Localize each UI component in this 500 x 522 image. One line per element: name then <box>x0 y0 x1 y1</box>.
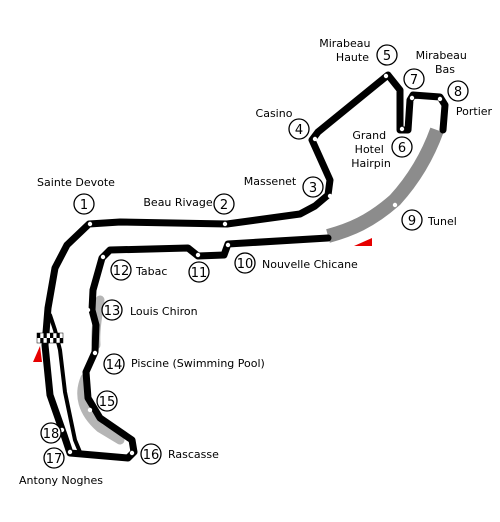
corner-marker-6: 6 <box>391 136 413 158</box>
corner-number: 16 <box>143 448 160 463</box>
corner-marker-9: 9 <box>401 209 423 231</box>
corner-label-mirabeau-haute: Mirabeau Haute <box>319 37 374 64</box>
corner-marker-13: 13 <box>101 299 123 321</box>
corner-number: 12 <box>113 264 130 279</box>
corner-marker-3: 3 <box>302 176 324 198</box>
corner-number: 5 <box>383 49 391 64</box>
corner-number: 17 <box>46 452 63 467</box>
corner-label-tunel: Tunel <box>427 215 457 228</box>
label-line: Mirabeau <box>319 37 370 50</box>
corner-marker-10: 10 <box>234 252 256 274</box>
runoff-swimming-pool <box>77 373 125 445</box>
corner-number: 18 <box>43 427 60 442</box>
corner-marker-2: 2 <box>213 193 235 215</box>
corner-number: 7 <box>410 73 418 88</box>
corner-label-tabac: Tabac <box>135 265 167 278</box>
corner-label-rascasse: Rascasse <box>168 448 219 461</box>
direction-flag-icon <box>354 238 372 246</box>
corner-number: 13 <box>104 304 121 319</box>
corner-number: 2 <box>220 198 228 213</box>
corner-number: 3 <box>309 181 317 196</box>
corner-label-grand-hotel-hairpin: Grand Hotel Hairpin <box>351 129 391 170</box>
corner-number: 10 <box>237 257 254 272</box>
corner-marker-5: 5 <box>376 44 398 66</box>
corner-marker-8: 8 <box>447 80 469 102</box>
label-line: Haute <box>336 51 369 64</box>
corner-label-casino: Casino <box>256 107 293 120</box>
direction-flag-icon <box>33 346 42 362</box>
corner-number: 4 <box>295 123 303 138</box>
tunnel-section <box>326 127 444 243</box>
corner-marker-17: 17 <box>43 447 65 469</box>
corner-label-antony-noghes: Antony Noghes <box>19 474 103 487</box>
corner-label-mirabeau-bas: Mirabeau Bas <box>416 49 471 76</box>
corner-number: 8 <box>454 85 462 100</box>
corner-number: 11 <box>191 266 208 281</box>
corner-label-nouvelle-chicane: Nouvelle Chicane <box>262 258 358 271</box>
corner-label-sainte-devote: Sainte Devote <box>37 176 115 189</box>
corner-marker-18: 18 <box>40 422 62 444</box>
corner-label-portier: Portier <box>456 105 493 118</box>
corner-number: 1 <box>80 198 88 213</box>
corner-marker-7: 7 <box>403 68 425 90</box>
corner-marker-15: 15 <box>96 390 118 412</box>
track-pit-lane <box>48 313 82 454</box>
corner-number: 9 <box>408 214 416 229</box>
turn-points <box>59 73 443 456</box>
label-line: Hairpin <box>351 157 391 170</box>
track-racing-line <box>41 71 449 462</box>
corner-label-louis-chiron: Louis Chiron <box>130 305 198 318</box>
checkered-flag-icon <box>36 332 64 344</box>
corner-marker-4: 4 <box>288 118 310 140</box>
label-line: Grand <box>352 129 386 142</box>
corner-label-piscine: Piscine (Swimming Pool) <box>131 357 265 370</box>
corner-marker-11: 11 <box>188 261 210 283</box>
label-line: Bas <box>435 63 455 76</box>
corner-marker-12: 12 <box>110 259 132 281</box>
corner-label-massenet: Massenet <box>244 175 297 188</box>
corner-number: 15 <box>99 395 116 410</box>
label-line: Hotel <box>355 143 384 156</box>
corner-number: 14 <box>106 358 123 373</box>
label-line: Mirabeau <box>416 49 467 62</box>
corner-marker-16: 16 <box>140 443 162 465</box>
corner-marker-14: 14 <box>103 353 125 375</box>
corner-label-beau-rivage: Beau Rivage <box>143 196 212 209</box>
corner-marker-1: 1 <box>73 193 95 215</box>
corner-number: 6 <box>398 141 406 156</box>
